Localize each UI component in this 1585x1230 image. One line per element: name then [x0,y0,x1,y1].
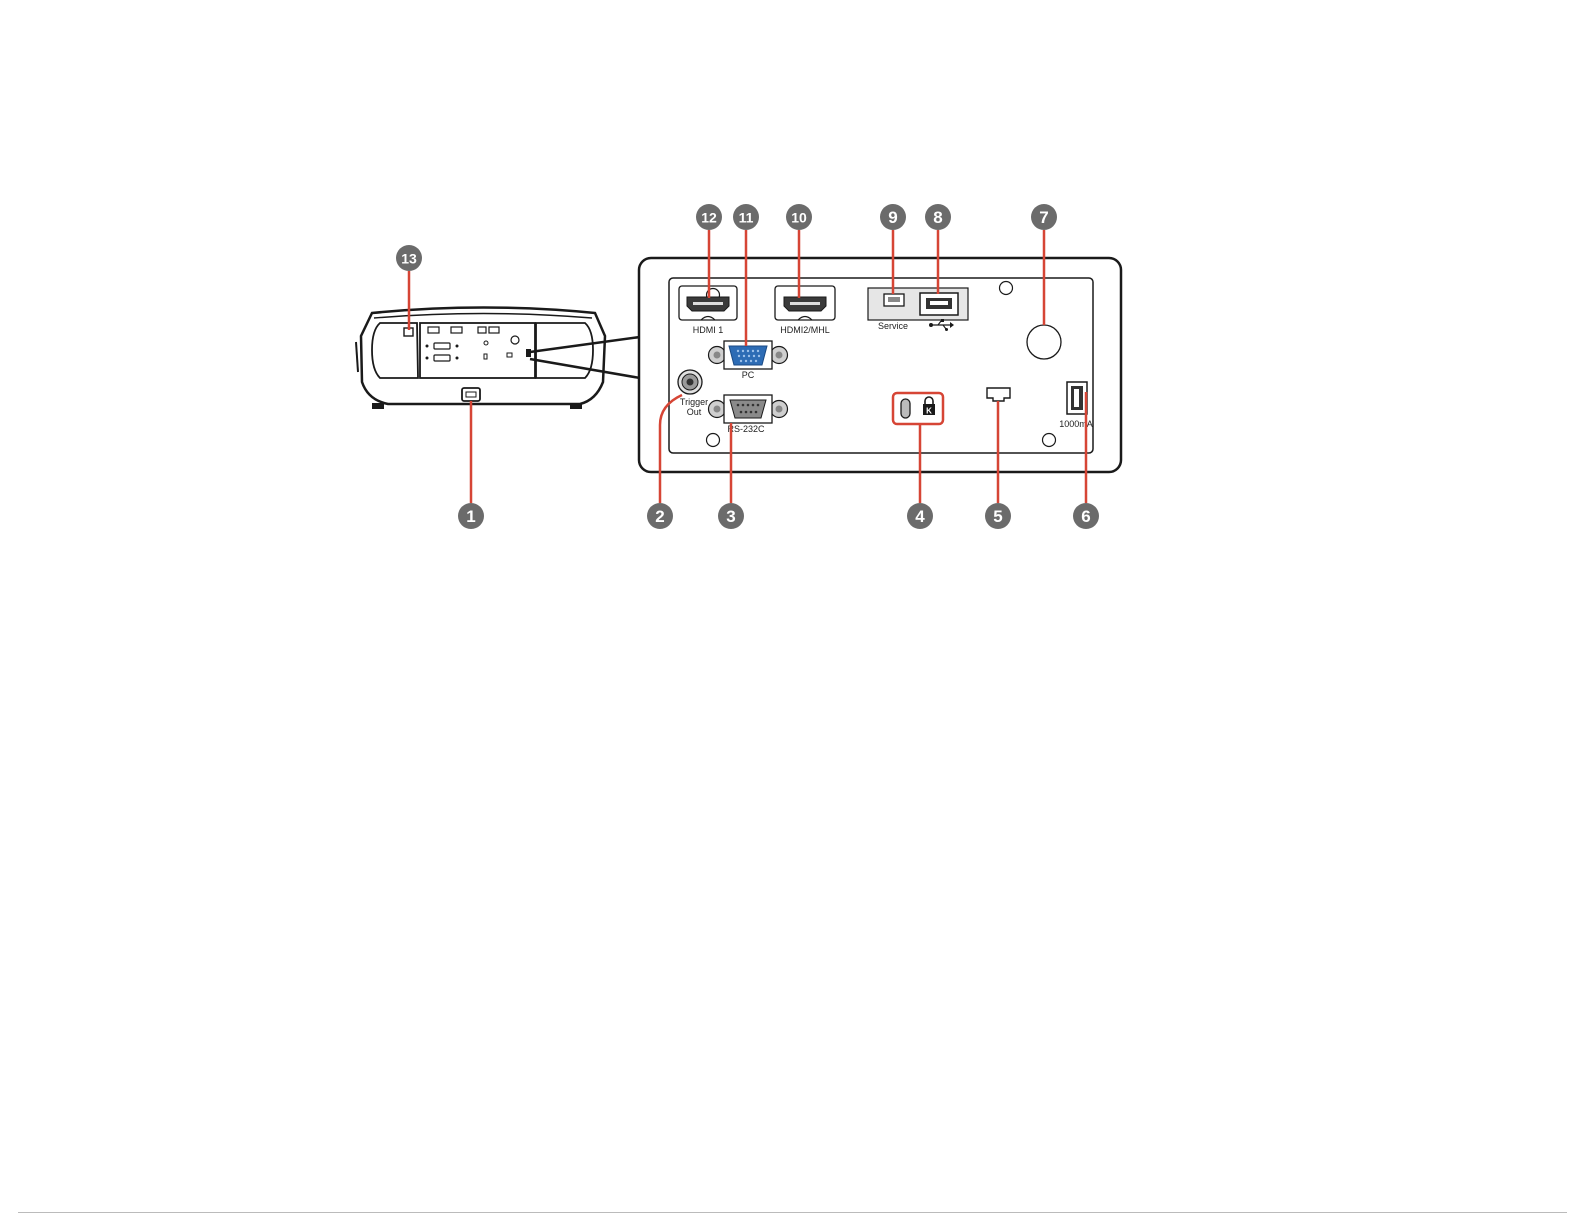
svg-text:K: K [926,407,932,416]
service-label: Service [878,321,908,331]
callout-12: 12 [696,204,722,230]
callout-9-number: 9 [888,208,897,227]
hdmi2-label: HDMI2/MHL [780,325,830,335]
callout-2-number: 2 [655,507,664,526]
callout-3: 3 [718,503,744,529]
usb-a-port [920,293,958,315]
usb-power-label: 1000mA [1059,419,1093,429]
security-slot [901,399,910,418]
callout-6-number: 6 [1081,507,1090,526]
callout-5: 5 [985,503,1011,529]
trigger-label-line1: Trigger [680,397,708,407]
callout-3-number: 3 [726,507,735,526]
callout-11-number: 11 [739,210,754,226]
trigger-label-line2: Out [687,407,702,417]
callout-8-number: 8 [933,208,942,227]
rs232c-label: RS-232C [727,424,765,434]
projector-overview [356,308,605,410]
callout-7-number: 7 [1039,208,1048,227]
pc-label: PC [742,370,755,380]
enlarged-connector-panel: HDMI 1 HDMI2/MHL Service [639,258,1121,472]
callout-4: 4 [907,503,933,529]
left-foot [372,403,384,409]
service-port [884,294,904,306]
callout-5-number: 5 [993,507,1002,526]
callout-4-number: 4 [915,507,925,526]
callout-13-number: 13 [401,251,417,267]
callout-7: 7 [1031,204,1057,230]
callout-1-number: 1 [466,507,475,526]
callout-11: 11 [733,204,759,230]
callout-10: 10 [786,204,812,230]
callout-6: 6 [1073,503,1099,529]
mini-power-inlet [462,388,480,401]
callout-2: 2 [647,503,673,529]
page-footer-rule [18,1212,1567,1213]
callout-9: 9 [880,204,906,230]
right-foot [570,403,582,409]
callout-12-number: 12 [701,210,717,226]
hdmi1-label: HDMI 1 [693,325,724,335]
callout-10-number: 10 [791,210,807,226]
callout-1: 1 [458,503,484,529]
callout-8: 8 [925,204,951,230]
callout-13: 13 [396,245,422,271]
